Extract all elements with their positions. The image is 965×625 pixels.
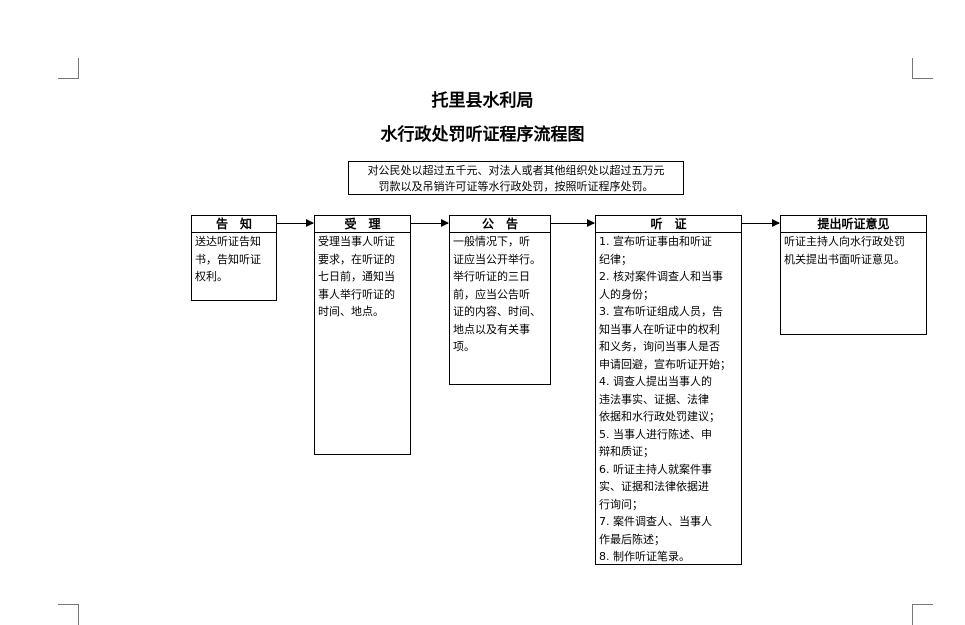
step-line: 听证主持人向水行政处罚 [784,235,905,248]
step-line: 行询问； [599,497,643,511]
step-accept-head: 受 理 [315,216,410,233]
step-announce-body: 一般情况下，听 证应当公开举行。 举行听证的三日 前，应当公告听 证的内容、时间… [450,233,550,356]
step-hearing-box: 听 证 1. 宣布听证事由和听证 纪律； 2. 核对案件调查人和当事 人的身份；… [595,215,742,565]
step-line: 辩和质证； [599,445,654,458]
step-line: 作最后陈述； [599,532,665,546]
step-line: 项。 [453,340,475,353]
step-hearing-body: 1. 宣布听证事由和听证 纪律； 2. 核对案件调查人和当事 人的身份； 3. … [596,233,741,566]
document-title: 托里县水利局 [431,91,534,111]
step-line: 违法事实、证据、法律 [599,392,709,406]
step-line: 和义务，询问当事人是否 [599,340,720,353]
step-line: 时间、地点。 [318,305,384,318]
step-notify-body: 送达听证告知 书，告知听证 权利。 [192,233,276,286]
step-line: 送达听证告知 [195,235,261,248]
step-opinion-body: 听证主持人向水行政处罚 机关提出书面听证意见。 [781,233,926,268]
step-line: 机关提出书面听证意见。 [784,252,905,266]
step-line: 要求，在听证的 [318,252,395,266]
step-line: 7. 案件调查人、当事人 [599,515,712,528]
step-hearing-head: 听 证 [596,216,741,233]
flow-arrow [277,219,314,227]
step-line: 事人举行听证的 [318,287,395,301]
step-line: 8. 制作听证笔录。 [599,550,690,563]
step-line: 举行听证的三日 [453,270,530,283]
step-line: 1. 宣布听证事由和听证 [599,235,712,248]
step-notify-head: 告 知 [192,216,276,233]
step-line: 知当事人在听证中的权利 [599,322,720,336]
step-line: 地点以及有关事 [453,322,530,336]
page-corner-top-right [912,58,933,79]
document-subtitle: 水行政处罚听证程序流程图 [380,125,585,145]
step-line: 3. 宣布听证组成人员，告 [599,305,723,318]
flow-arrow [411,219,449,227]
step-opinion-box: 提出听证意见 听证主持人向水行政处罚 机关提出书面听证意见。 [780,215,927,335]
step-line: 5. 当事人进行陈述、申 [599,427,712,441]
page-corner-top-left [58,58,79,79]
step-line: 书，告知听证 [195,252,261,266]
step-line: 纪律； [599,252,632,266]
step-line: 证应当公开举行。 [453,252,541,266]
step-notify-box: 告 知 送达听证告知 书，告知听证 权利。 [191,215,277,301]
step-line: 申请回避，宣布听证开始； [599,357,731,371]
step-accept-box: 受 理 受理当事人听证 要求，在听证的 七日前，通知当 事人举行听证的 时间、地… [314,215,411,455]
step-line: 七日前，通知当 [318,270,395,283]
step-line: 6. 听证主持人就案件事 [599,462,712,476]
page-corner-bottom-right [912,604,933,625]
step-line: 4. 调查人提出当事人的 [599,375,712,388]
step-line: 权利。 [195,270,228,283]
step-announce-head: 公 告 [450,216,550,233]
flow-arrow [551,219,595,227]
scope-note-line: 罚款以及吊销许可证等水行政处罚，按照听证程序处罚。 [378,180,654,193]
scope-note-line: 对公民处以超过五千元、对法人或者其他组织处以超过五万元 [367,164,665,177]
step-line: 前，应当公告听 [453,287,530,301]
step-opinion-head: 提出听证意见 [781,216,926,233]
scope-note-box: 对公民处以超过五千元、对法人或者其他组织处以超过五万元 罚款以及吊销许可证等水行… [348,161,684,195]
step-line: 人的身份； [599,287,654,301]
step-line: 实、证据和法律依据进 [599,480,709,493]
step-accept-body: 受理当事人听证 要求，在听证的 七日前，通知当 事人举行听证的 时间、地点。 [315,233,410,321]
step-announce-box: 公 告 一般情况下，听 证应当公开举行。 举行听证的三日 前，应当公告听 证的内… [449,215,551,385]
step-line: 一般情况下，听 [453,235,530,248]
flow-arrow [742,219,780,227]
page-corner-bottom-left [58,604,79,625]
step-line: 受理当事人听证 [318,235,395,248]
step-line: 2. 核对案件调查人和当事 [599,270,723,283]
step-line: 证的内容、时间、 [453,305,541,318]
step-line: 依据和水行政处罚建议； [599,410,720,423]
